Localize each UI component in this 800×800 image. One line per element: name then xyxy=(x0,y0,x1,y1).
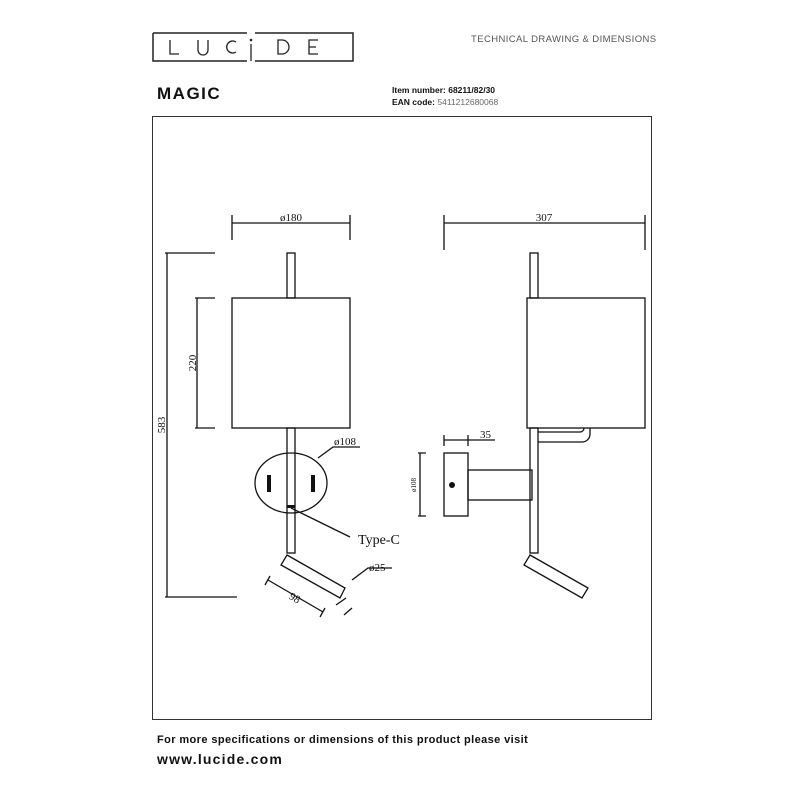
drawing-frame xyxy=(152,116,652,720)
side-view xyxy=(418,215,646,599)
dim-spot-diameter: ø25 xyxy=(369,562,386,574)
dim-base-diameter: ø108 xyxy=(334,436,357,448)
front-view xyxy=(165,215,392,618)
socket-slot xyxy=(311,475,315,492)
dim-shade-height: 220 xyxy=(187,354,199,371)
product-meta: Item number: 68211/82/30 EAN code: 54112… xyxy=(392,85,499,107)
website-link[interactable]: www.lucide.com xyxy=(157,751,283,767)
item-number: 68211/82/30 xyxy=(448,85,496,95)
ean-label: EAN code xyxy=(392,97,433,107)
dim-plate-depth: 35 xyxy=(480,429,492,441)
document-type: TECHNICAL DRAWING & DIMENSIONS xyxy=(471,34,657,45)
dim-width: ø180 xyxy=(280,212,303,224)
footer-text: For more specifications or dimensions of… xyxy=(157,734,529,746)
socket-slot xyxy=(267,475,271,492)
dim-depth: 307 xyxy=(536,212,553,224)
lucide-logo xyxy=(152,32,354,62)
product-name: MAGIC xyxy=(157,84,222,103)
switch-dot xyxy=(449,482,455,488)
port-label: Type-C xyxy=(358,533,400,548)
usb-port xyxy=(287,505,295,508)
ean-code: 5411212680068 xyxy=(437,97,499,107)
item-number-label: Item number: xyxy=(392,85,446,95)
dim-plate-diameter: ø108 xyxy=(410,478,418,493)
dim-total-height: 583 xyxy=(156,416,168,433)
